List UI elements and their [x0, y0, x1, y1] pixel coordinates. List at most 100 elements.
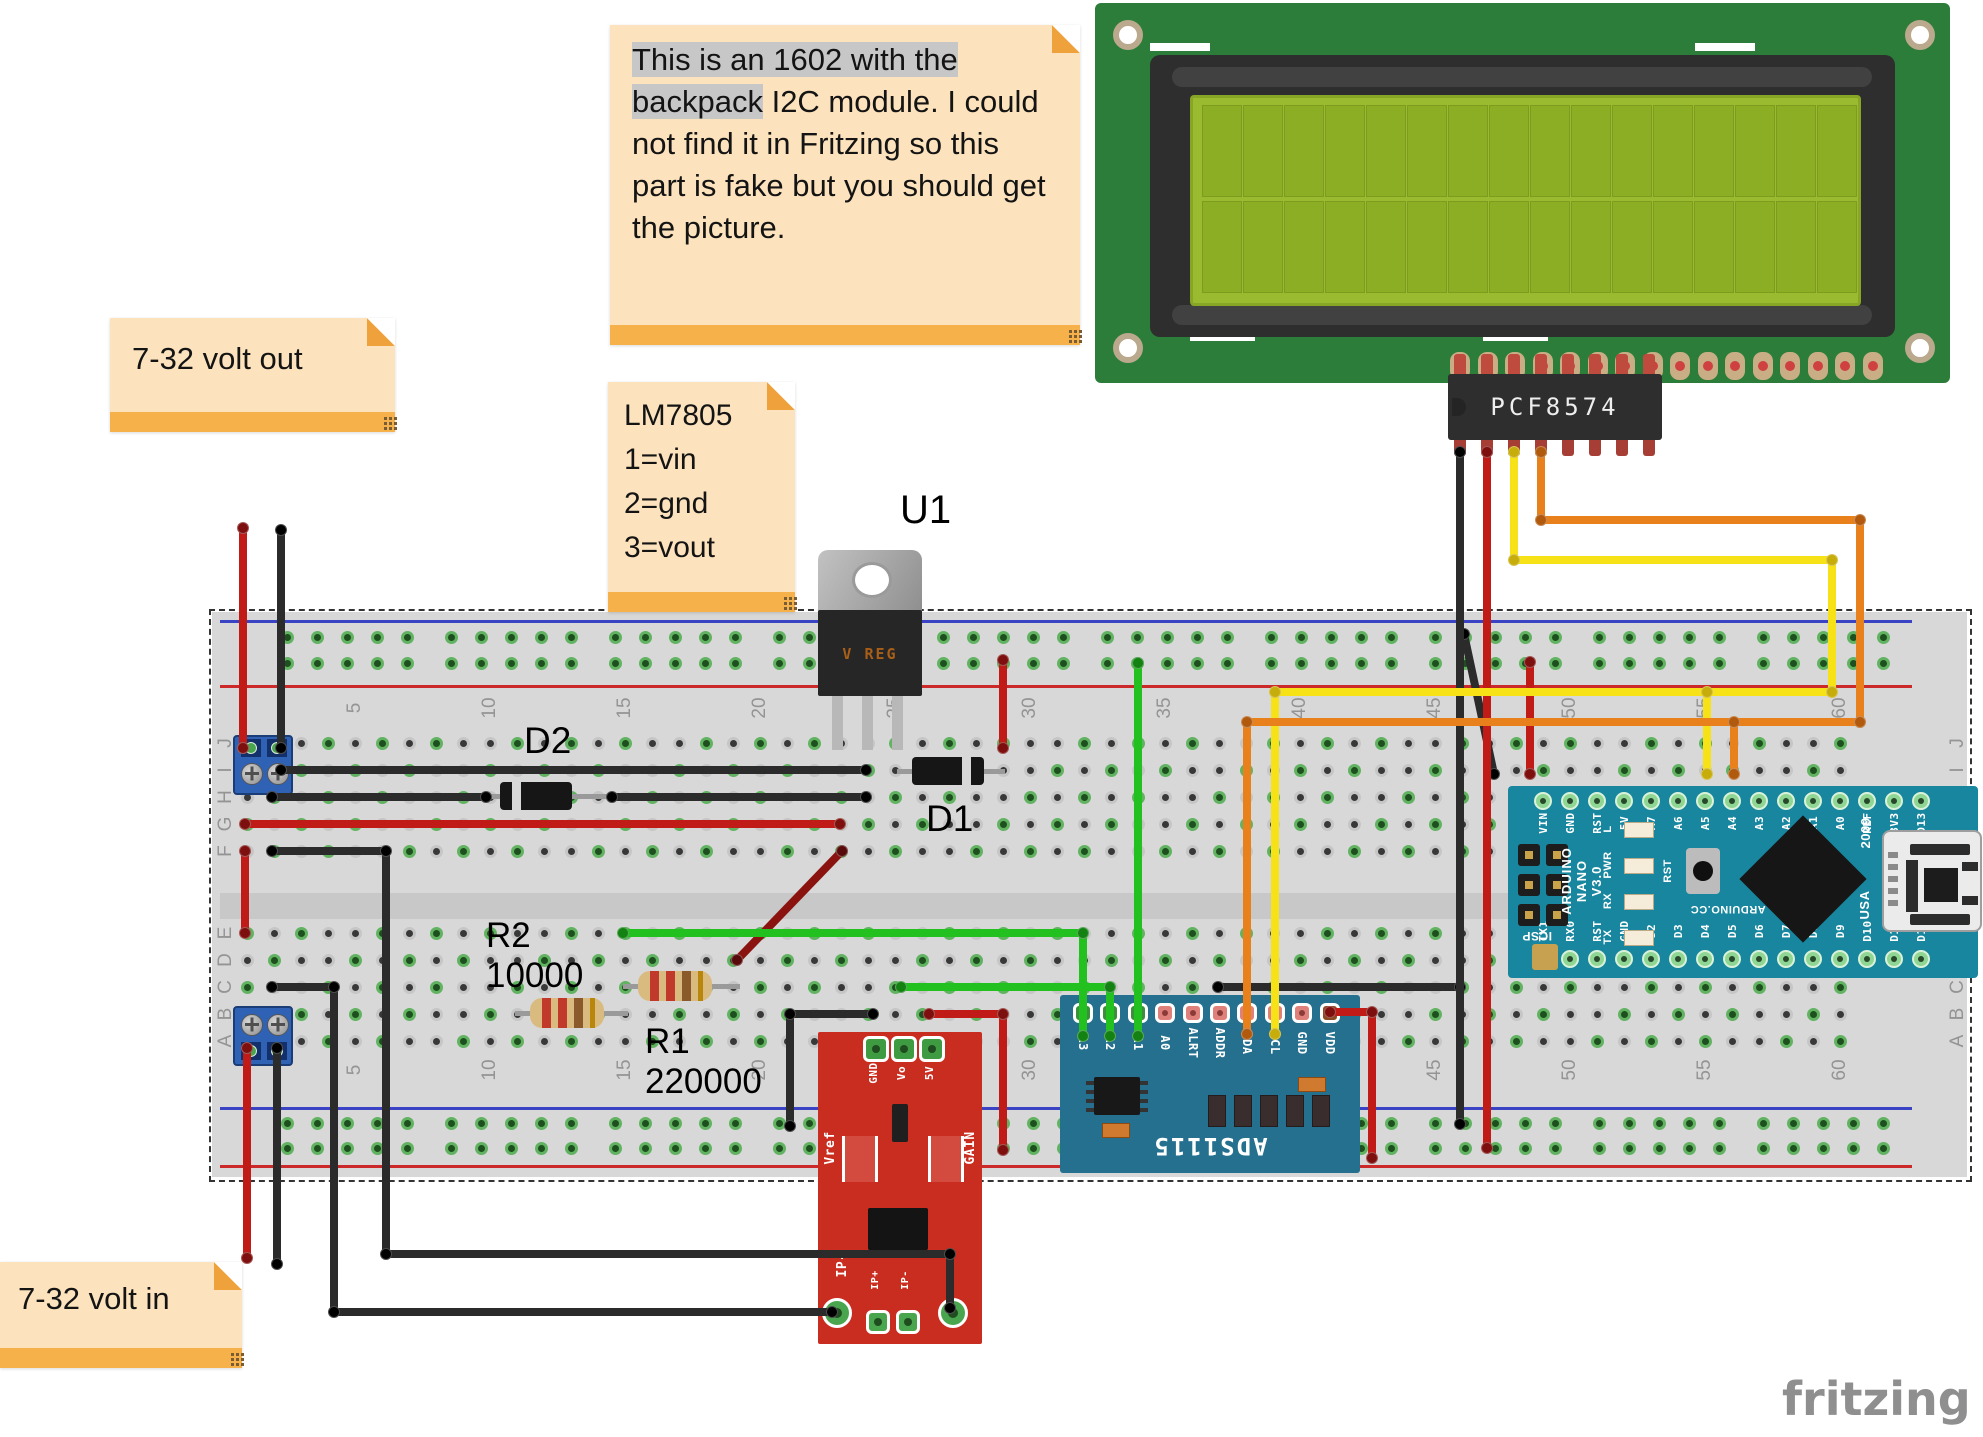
power-rail-hole[interactable] [341, 631, 354, 644]
power-rail-hole[interactable] [1713, 1117, 1726, 1130]
wire-bendpoint[interactable] [1701, 768, 1713, 780]
wire-bendpoint[interactable] [1132, 657, 1144, 669]
breadboard-hole[interactable] [376, 737, 389, 750]
breadboard-hole[interactable] [1537, 764, 1550, 777]
breadboard-hole[interactable] [430, 1008, 443, 1021]
breadboard-hole[interactable] [1159, 791, 1172, 804]
breadboard-hole[interactable] [1186, 791, 1199, 804]
wire-bendpoint[interactable] [1077, 927, 1089, 939]
breadboard-hole[interactable] [889, 845, 902, 858]
power-rail-hole[interactable] [803, 1142, 816, 1155]
wire-bendpoint[interactable] [271, 1258, 283, 1270]
power-rail-hole[interactable] [997, 631, 1010, 644]
breadboard-hole[interactable] [1726, 981, 1739, 994]
breadboard-hole[interactable] [592, 927, 605, 940]
power-rail-hole[interactable] [565, 657, 578, 670]
breadboard-hole[interactable] [1051, 954, 1064, 967]
power-rail-hole[interactable] [1385, 631, 1398, 644]
ads1115-pin-A0[interactable] [1155, 1003, 1176, 1023]
breadboard-hole[interactable] [565, 954, 578, 967]
breadboard-hole[interactable] [1402, 818, 1415, 831]
power-rail-hole[interactable] [475, 657, 488, 670]
breadboard-hole[interactable] [1024, 764, 1037, 777]
pcf8574-pin[interactable] [1643, 438, 1655, 456]
power-rail-hole[interactable] [1847, 1117, 1860, 1130]
power-rail-hole[interactable] [1683, 1117, 1696, 1130]
breadboard-hole[interactable] [538, 845, 551, 858]
wire-segment[interactable] [277, 766, 870, 774]
pcf8574-pin[interactable] [1589, 438, 1601, 456]
breadboard-hole[interactable] [1429, 927, 1442, 940]
breadboard-hole[interactable] [889, 818, 902, 831]
wire-bendpoint[interactable] [241, 1252, 253, 1264]
power-rail-hole[interactable] [639, 1142, 652, 1155]
breadboard-hole[interactable] [1402, 1008, 1415, 1021]
breadboard-hole[interactable] [1294, 818, 1307, 831]
breadboard-hole[interactable] [646, 1008, 659, 1021]
power-rail-hole[interactable] [371, 631, 384, 644]
wire-bendpoint[interactable] [923, 1008, 935, 1020]
power-rail-hole[interactable] [1757, 1142, 1770, 1155]
wire-segment[interactable] [1703, 688, 1711, 778]
power-rail-hole[interactable] [1549, 631, 1562, 644]
breadboard-hole[interactable] [1402, 764, 1415, 777]
breadboard-hole[interactable] [1753, 764, 1766, 777]
pcf8574-pin[interactable] [1454, 354, 1466, 376]
regulator-leg[interactable] [862, 694, 873, 750]
power-rail-hole[interactable] [1429, 631, 1442, 644]
wire-segment[interactable] [239, 524, 247, 752]
breadboard-hole[interactable] [1186, 818, 1199, 831]
breadboard-hole[interactable] [1807, 1008, 1820, 1021]
note-volt-in[interactable]: 7-32 volt in [0, 1262, 242, 1368]
power-rail-hole[interactable] [1057, 657, 1070, 670]
breadboard-hole[interactable] [1105, 818, 1118, 831]
wire-segment[interactable] [1134, 659, 1142, 1040]
breadboard-hole[interactable] [727, 1008, 740, 1021]
power-rail-hole[interactable] [535, 1142, 548, 1155]
power-rail-hole[interactable] [475, 1142, 488, 1155]
power-rail-hole[interactable] [1757, 1117, 1770, 1130]
pcf8574-pin[interactable] [1562, 438, 1574, 456]
breadboard-hole[interactable] [295, 1035, 308, 1048]
wire-segment[interactable] [1510, 448, 1518, 564]
wire-segment[interactable] [1243, 718, 1864, 726]
note-resize-bar[interactable] [0, 1348, 242, 1368]
nano-reset-button[interactable] [1686, 848, 1720, 894]
breadboard-hole[interactable] [511, 845, 524, 858]
breadboard-hole[interactable] [889, 791, 902, 804]
breadboard-hole[interactable] [1402, 845, 1415, 858]
breadboard-hole[interactable] [241, 954, 254, 967]
breadboard-hole[interactable] [943, 845, 956, 858]
breadboard-hole[interactable] [1321, 791, 1334, 804]
power-rail-hole[interactable] [1325, 657, 1338, 670]
breadboard-hole[interactable] [1159, 737, 1172, 750]
breadboard-hole[interactable] [1780, 981, 1793, 994]
power-rail-hole[interactable] [729, 631, 742, 644]
wire-bendpoint[interactable] [275, 524, 287, 536]
power-rail-hole[interactable] [311, 1142, 324, 1155]
breadboard-hole[interactable] [538, 737, 551, 750]
wire-bendpoint[interactable] [860, 764, 872, 776]
breadboard-hole[interactable] [943, 818, 956, 831]
breadboard-hole[interactable] [1402, 1035, 1415, 1048]
wire-segment[interactable] [241, 820, 844, 828]
power-rail-hole[interactable] [535, 631, 548, 644]
wire-segment[interactable] [1510, 556, 1836, 564]
breadboard-hole[interactable] [673, 737, 686, 750]
wire-bendpoint[interactable] [617, 927, 629, 939]
breadboard-hole[interactable] [1834, 1008, 1847, 1021]
breadboard-hole[interactable] [592, 954, 605, 967]
label-d2[interactable]: D2 [524, 720, 572, 761]
wire-bendpoint[interactable] [1324, 1006, 1336, 1018]
breadboard-hole[interactable] [727, 845, 740, 858]
breadboard-hole[interactable] [511, 954, 524, 967]
breadboard-hole[interactable] [1780, 737, 1793, 750]
regulator-body[interactable]: V REG [818, 610, 922, 696]
wire-bendpoint[interactable] [1854, 716, 1866, 728]
breadboard-hole[interactable] [1294, 764, 1307, 777]
wire-bendpoint[interactable] [241, 1042, 253, 1054]
breadboard-hole[interactable] [1672, 1035, 1685, 1048]
lcd-header-pin[interactable] [1807, 352, 1828, 380]
breadboard-hole[interactable] [619, 737, 632, 750]
breadboard-hole[interactable] [889, 1008, 902, 1021]
